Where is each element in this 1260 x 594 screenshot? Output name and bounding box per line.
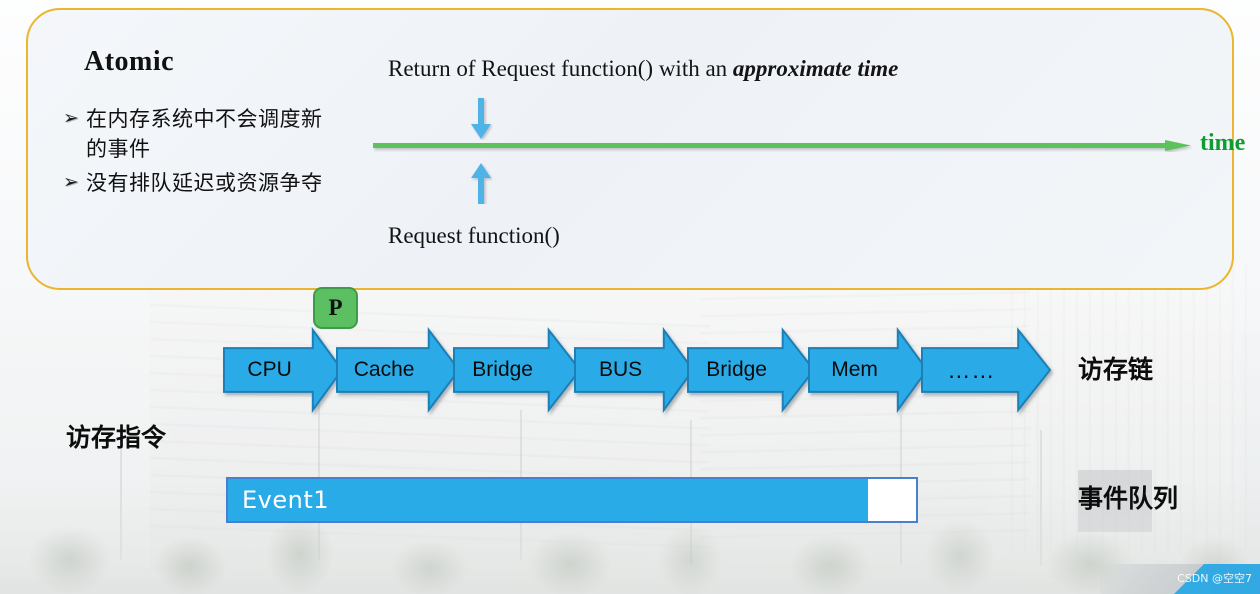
bullet-list: ➢ 在内存系统中不会调度新的事件 ➢ 没有排队延迟或资源争夺 xyxy=(56,104,326,202)
pointer-badge[interactable]: P xyxy=(313,287,358,329)
access-chain-label: 访存链 xyxy=(1078,355,1154,384)
event-queue-bar[interactable]: Event1 xyxy=(226,477,918,523)
return-marker-down-arrow-icon xyxy=(469,98,493,140)
bullet-arrow-icon: ➢ xyxy=(63,172,79,193)
list-item: ➢ 在内存系统中不会调度新的事件 xyxy=(56,104,326,164)
event-queue-fill: Event1 xyxy=(228,479,868,521)
timeline-bottom-label: Request function() xyxy=(388,223,560,248)
timeline-top-label: Return of Request function() with an app… xyxy=(388,56,898,82)
timeline-axis-arrow-icon xyxy=(373,139,1193,151)
chain-arrow-2[interactable]: Cache xyxy=(336,327,461,413)
chain-arrow-6[interactable]: Mem xyxy=(808,326,929,414)
watermark-text: CSDN @空空7 xyxy=(1177,572,1252,585)
bullet-text: 在内存系统中不会调度新的事件 xyxy=(86,107,323,161)
csdn-watermark: CSDN @空空7 xyxy=(1100,564,1260,594)
chain-arrow-5[interactable]: Bridge xyxy=(687,327,816,413)
timeline-axis-label: time xyxy=(1200,130,1246,156)
atomic-panel: Atomic ➢ 在内存系统中不会调度新的事件 ➢ 没有排队延迟或资源争夺 Re… xyxy=(26,8,1245,290)
bullet-arrow-icon: ➢ xyxy=(63,108,79,129)
chain-arrow-1[interactable]: CPU xyxy=(223,326,344,414)
chain-arrow-7[interactable]: …… xyxy=(921,327,1052,413)
event-queue-item-label: Event1 xyxy=(242,486,330,514)
bullet-text: 没有排队延迟或资源争夺 xyxy=(86,171,323,195)
timeline-top-label-emphasis: approximate time xyxy=(732,56,899,81)
timeline-top-label-plain: Return of Request function() with an xyxy=(388,56,733,81)
chain-arrow-4[interactable]: BUS xyxy=(574,326,695,414)
list-item: ➢ 没有排队延迟或资源争夺 xyxy=(56,168,326,198)
panel-title: Atomic xyxy=(84,46,175,77)
request-marker-up-arrow-icon xyxy=(469,162,493,204)
event-queue-label: 事件队列 xyxy=(1078,484,1179,513)
access-instruction-label: 访存指令 xyxy=(66,423,167,452)
event-queue-empty-slot xyxy=(867,479,916,521)
chain-arrow-3[interactable]: Bridge xyxy=(453,327,582,413)
